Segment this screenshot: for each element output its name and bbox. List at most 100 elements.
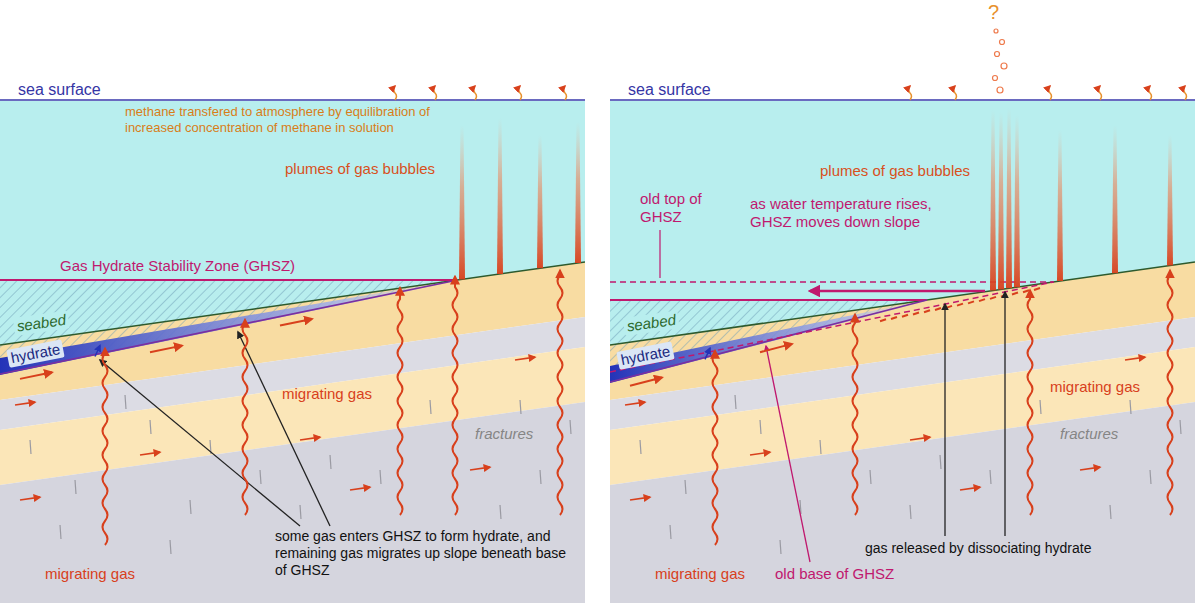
migrating-gas-label: migrating gas xyxy=(282,385,372,403)
question-mark: ? xyxy=(988,0,999,24)
released-gas xyxy=(902,315,908,317)
methane-release xyxy=(474,86,477,100)
ghsz-base xyxy=(610,300,927,382)
leader-line xyxy=(766,346,810,562)
seabed-line xyxy=(610,262,1195,345)
ghsz-shift-arrow xyxy=(810,290,985,293)
gas-plume xyxy=(998,112,1004,289)
fracture xyxy=(380,470,381,484)
migrating-gas-arrow xyxy=(558,270,563,515)
gas-flow-arrow xyxy=(150,346,182,353)
methane-release xyxy=(1049,86,1052,100)
gas-flow-arrow xyxy=(350,487,370,490)
gas-plume xyxy=(1006,108,1012,288)
gas-flow-arrow xyxy=(20,497,40,500)
plume-label: plumes of gas bubbles xyxy=(285,160,435,178)
gas-flow-arrow xyxy=(750,452,770,455)
methane-release xyxy=(1184,86,1187,100)
callout-note: gas released by dissociating hydrate xyxy=(865,540,1185,557)
migrating-gas-arrow xyxy=(1028,290,1033,515)
migrating-gas-label: migrating gas xyxy=(45,565,135,583)
ghsz-label: Gas Hydrate Stability Zone (GHSZ) xyxy=(60,257,295,275)
old-ghsz-base xyxy=(610,282,1054,372)
fracture xyxy=(1150,470,1151,484)
fracture xyxy=(170,540,171,554)
fracture xyxy=(125,395,126,409)
migrating-gas-arrow xyxy=(243,320,248,515)
panel xyxy=(610,29,1195,603)
fractures-label: fractures xyxy=(475,425,533,443)
bubble xyxy=(993,76,998,81)
released-gas xyxy=(990,297,996,299)
gas-flow-arrow xyxy=(630,497,650,500)
callout-note: some gas enters GHSZ to form hydrate, an… xyxy=(275,528,580,578)
fracture xyxy=(260,470,261,484)
fracture xyxy=(300,505,301,519)
gas-plume xyxy=(1167,135,1173,265)
gas-flow-arrow xyxy=(515,357,535,360)
migrating-gas-arrow xyxy=(1168,270,1173,515)
bubble xyxy=(1000,40,1005,45)
migrating-gas-label: migrating gas xyxy=(655,565,745,583)
gas-plume xyxy=(1057,130,1063,281)
fractures-label: fractures xyxy=(1060,425,1118,443)
released-gas xyxy=(913,313,919,315)
methane-release xyxy=(434,86,437,100)
fracture xyxy=(820,440,821,454)
bubble xyxy=(1001,63,1007,69)
old-top-label: old top of GHSZ xyxy=(640,190,740,226)
gas-plume xyxy=(537,135,543,268)
fracture xyxy=(500,505,501,519)
released-gas xyxy=(946,306,952,308)
old-ghsz-top xyxy=(610,281,1054,283)
ghsz-shift-note: as water temperature rises, GHSZ moves d… xyxy=(750,195,970,231)
sediment-layer xyxy=(610,402,1195,603)
ghsz-base xyxy=(0,280,458,374)
plume-label: plumes of gas bubbles xyxy=(820,162,970,180)
fracture xyxy=(150,420,151,434)
released-gas xyxy=(1012,292,1018,294)
hydrate-arrow xyxy=(95,345,100,356)
methane-release xyxy=(1149,86,1152,100)
fracture xyxy=(870,470,871,484)
leader-line xyxy=(944,304,945,536)
released-gas xyxy=(880,319,886,321)
fracture xyxy=(330,455,331,469)
seabed-line xyxy=(0,262,585,345)
gas-flow-arrow xyxy=(15,402,35,405)
gas-flow-arrow xyxy=(760,344,792,352)
gas-flow-arrow xyxy=(280,319,312,326)
migrating-gas-arrow xyxy=(398,288,403,515)
fracture xyxy=(1040,400,1041,414)
released-gas xyxy=(1001,295,1007,297)
gas-flow-arrow xyxy=(1125,357,1145,360)
fracture xyxy=(1110,505,1111,519)
methane-release xyxy=(564,86,567,100)
methane-release xyxy=(909,86,912,100)
fracture xyxy=(640,440,641,454)
gas-plume xyxy=(1014,115,1020,287)
migrating-gas-arrow xyxy=(853,315,858,515)
gas-flow-arrow xyxy=(300,437,320,440)
gas-flow-arrow xyxy=(140,452,160,455)
methane-release xyxy=(954,86,957,100)
leader-line xyxy=(1004,292,1005,536)
methane-release xyxy=(1099,86,1102,100)
migrating-gas-arrow xyxy=(103,348,108,545)
bubble xyxy=(994,29,998,33)
hydrate-layer xyxy=(610,300,927,384)
fracture xyxy=(910,505,911,519)
fracture xyxy=(520,400,521,414)
ghsz-top xyxy=(0,279,458,281)
methane-release xyxy=(394,86,397,100)
fracture xyxy=(570,420,571,434)
leader-line xyxy=(100,360,300,526)
gas-plume xyxy=(990,110,996,291)
hydrate-arrow xyxy=(705,348,710,359)
hydrate-layer xyxy=(0,280,458,376)
gas-flow-arrow xyxy=(960,487,980,490)
released-gas xyxy=(957,304,963,306)
old-base-label: old base of GHSZ xyxy=(775,565,894,583)
